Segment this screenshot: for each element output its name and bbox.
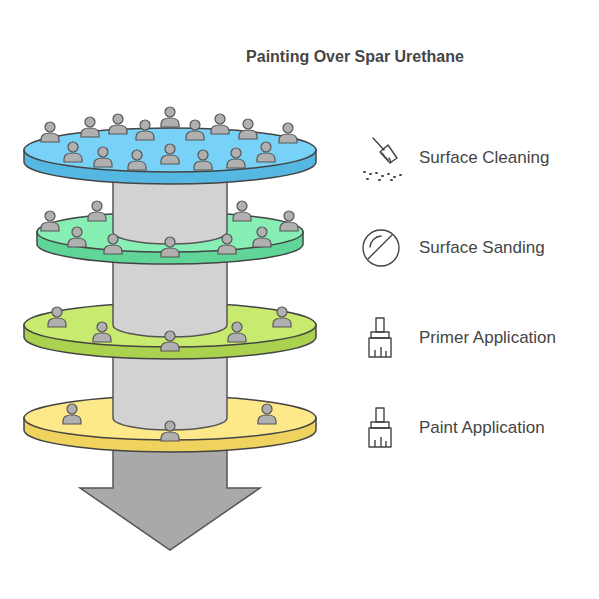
person-icon [218, 234, 236, 254]
person-icon [109, 114, 127, 134]
person-icon [211, 114, 229, 134]
person-icon [48, 307, 66, 327]
person-icon [128, 150, 146, 170]
brush-icon [369, 318, 391, 357]
person-icon [161, 421, 179, 441]
step-label: Primer Application [419, 328, 556, 348]
person-icon [186, 120, 204, 140]
person-icon [161, 237, 179, 257]
sanding-icon [363, 230, 399, 266]
icon-dots [364, 172, 401, 180]
person-icon [104, 234, 122, 254]
person-icon [64, 142, 82, 162]
person-icon [93, 322, 111, 342]
icon-shape [371, 332, 389, 338]
icon-shape [376, 318, 384, 332]
person-icon [280, 211, 298, 231]
person-icon [233, 201, 251, 221]
person-icon [194, 150, 212, 170]
person-icon [239, 119, 257, 139]
step-label: Surface Cleaning [419, 148, 549, 168]
person-icon [41, 122, 59, 142]
person-icon [63, 404, 81, 424]
person-icon [227, 148, 245, 168]
icon-shape [369, 428, 391, 447]
icon-shape [371, 422, 389, 428]
brush-icon [369, 408, 391, 447]
icon-shape [376, 408, 384, 422]
person-icon [228, 322, 246, 342]
person-icon [94, 147, 112, 167]
person-icon [41, 211, 59, 231]
person-icon [68, 227, 86, 247]
step-label: Paint Application [419, 418, 545, 438]
icon-shape [369, 338, 391, 357]
person-icon [253, 227, 271, 247]
icon-shape [380, 145, 397, 163]
person-icon [257, 142, 275, 162]
icon-line [368, 235, 392, 259]
person-icon [88, 201, 106, 221]
icon-line [373, 138, 384, 150]
person-icon [273, 307, 291, 327]
person-icon [81, 117, 99, 137]
person-icon [161, 144, 179, 164]
icon-line [370, 236, 381, 247]
person-icon [161, 331, 179, 351]
person-icon [136, 120, 154, 140]
step-label: Surface Sanding [419, 238, 545, 258]
person-icon [279, 123, 297, 143]
person-icon [161, 107, 179, 127]
icon-line [382, 153, 391, 162]
diagram-title: Painting Over Spar Urethane [246, 48, 464, 66]
icon-shape [363, 230, 399, 266]
cleaning-icon [364, 138, 401, 180]
disc-top [24, 128, 316, 172]
person-icon [258, 404, 276, 424]
